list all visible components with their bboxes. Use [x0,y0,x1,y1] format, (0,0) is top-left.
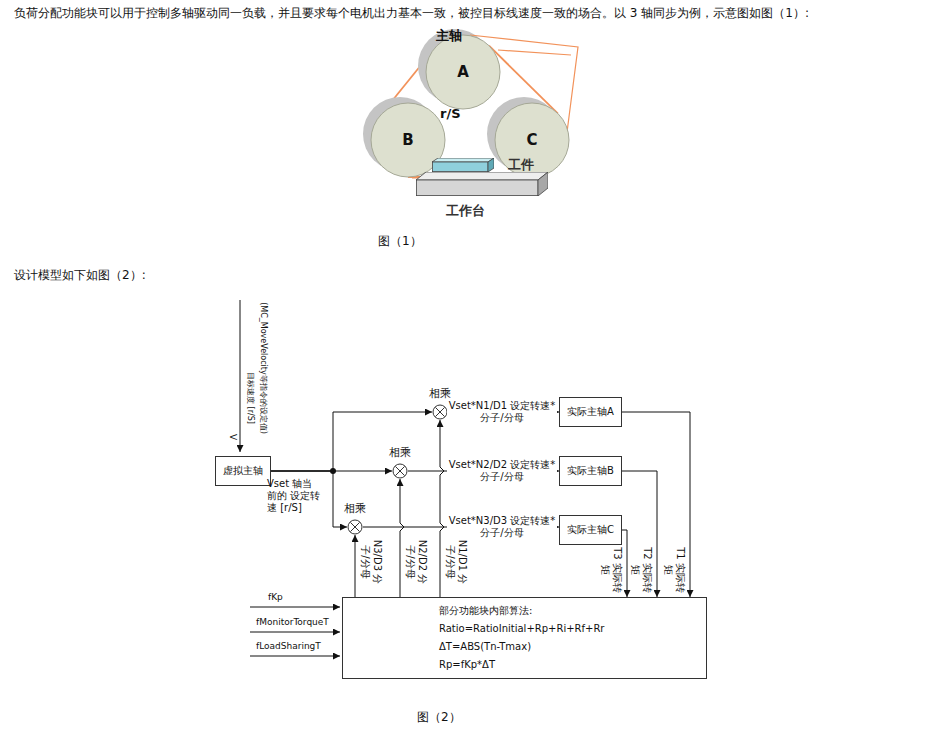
figure-caption: 图（2） [417,710,461,724]
axis-box: 实际主轴B [559,456,622,486]
multiplier-shape [392,463,408,479]
multiplier-ring [393,464,407,478]
edge-label: N3/D3 分子/分母 [359,537,383,587]
node-text: 实际主轴A [567,405,614,419]
top-face [416,172,548,180]
edge-label: T2 实际转矩 [629,547,653,593]
edge-label: Vset*N1/D1 设定转速*分子/分母 [447,400,557,424]
belt-strand [498,50,571,55]
node-text: C [526,131,537,149]
diagram-label: fLoadSharingT [256,641,321,652]
signal-line [440,420,444,597]
multiplier-ring [433,405,447,419]
edge-label: Vset*N2/D2 设定转速*分子/分母 [447,459,557,483]
input-line [240,300,241,452]
side-face [488,158,494,172]
input-line [250,607,340,608]
signal-line [622,471,657,597]
multiplier-shape [432,404,448,420]
signal-line [622,412,690,597]
table-shape [416,172,548,196]
edge-label: T1 实际转矩 [662,547,686,593]
node-text: 工件 [508,156,534,174]
diagram-label: 目标速度 [r/S] [245,372,255,424]
figure-caption: 图（1） [378,234,422,248]
multiply-sign [396,467,405,476]
multiplier-circle: 相乘 [392,463,408,479]
multiply-sign [436,408,445,417]
multiply-sign [351,523,360,532]
signal-line [355,535,356,597]
junction-dot [330,468,336,474]
body-text: 负荷分配功能块可以用于控制多轴驱动同一负载，并且要求每个电机出力基本一致，被控目… [14,6,809,20]
multiplier-ring [348,520,362,534]
node-text: Rp=fKp*ΔT [439,656,696,674]
node-text: 实际主轴C [567,523,614,537]
edge-label: Vset 轴当前的 设定转速 [r/S] [267,478,321,514]
node-text: 相乘 [429,386,451,401]
diagram-label: fMonitorTorqueT [256,617,329,628]
node-text: 工作台 [446,202,485,220]
side-face [538,172,548,196]
function-block: 部分功能块内部算法:Ratio=RatioInitial+Rp+Ri+Rf+Rr… [342,597,707,679]
workpiece-shape [432,158,494,172]
work-table: 工作台 [416,172,548,196]
node-text: 部分功能块内部算法: [439,602,696,620]
edge-label: T3 实际转矩 [599,547,623,593]
diagram-label: 主轴 [436,28,462,44]
node-text: B [402,131,413,149]
virtual-master-box: 虚拟主轴 [215,456,271,486]
multiplier-circle: 相乘 [347,519,363,535]
diagram-label: (MC_MoveVelocity等指令的设定值) [258,302,268,434]
node-text: 相乘 [344,501,366,516]
edge-label: Vset*N3/D3 设定转速*分子/分母 [447,515,557,539]
workpiece: 工件 [432,158,494,172]
body-text: 设计模型如下如图（2）: [14,268,146,282]
front-face [416,180,538,196]
edge-label: N1/D1 分子/分母 [444,537,468,587]
node-text: A [457,63,469,81]
node-text: Ratio=RatioInitial+Rp+Ri+Rf+Rr [439,620,696,638]
node-text: ΔT=ABS(Tn-Tmax) [439,638,696,656]
axis-box: 实际主轴A [559,397,622,427]
input-line [250,632,340,633]
node-text: 虚拟主轴 [223,464,263,478]
spindle-pulley: A [425,34,501,110]
diagram-label: fKp [268,592,283,603]
multiplier-shape [347,519,363,535]
pulley-disc [426,35,500,109]
edge-label: N2/D2 分子/分母 [404,537,428,587]
node-text: 实际主轴B [567,464,614,478]
signal-line [271,412,432,471]
diagram-label: r/S [440,106,461,122]
pulley-disc [495,103,569,177]
signal-line [400,479,404,597]
front-face [432,162,488,172]
top-face [432,158,494,162]
axis-box: 实际主轴C [559,515,622,545]
input-line [250,656,340,657]
multiplier-circle: 相乘 [432,404,448,420]
diagram-label: V [228,434,239,440]
node-text: 相乘 [389,445,411,460]
